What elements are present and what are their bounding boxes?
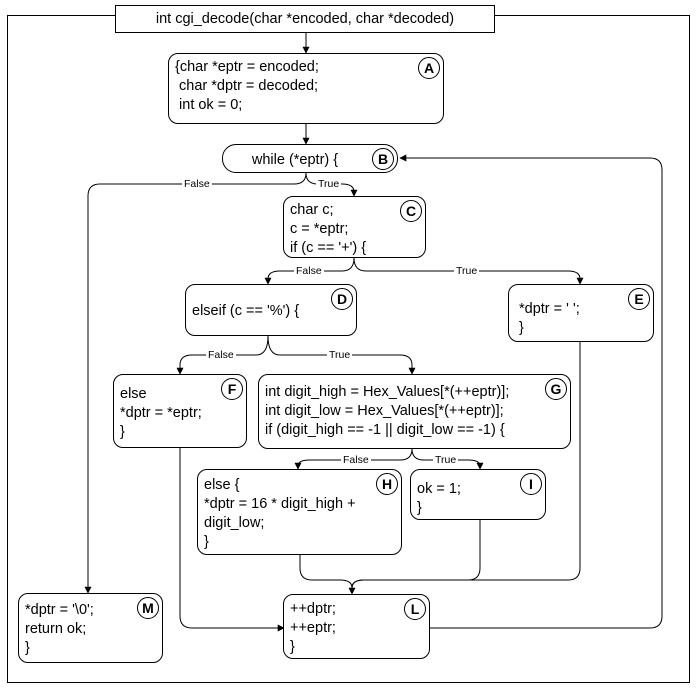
node-h: else { *dptr = 16 * digit_high + digit_l… — [197, 469, 402, 555]
edge-label-g-false: False — [341, 454, 371, 466]
node-a-badge: A — [418, 57, 440, 79]
node-e-badge: E — [628, 288, 650, 310]
node-l-badge: L — [404, 598, 426, 620]
edge-label-d-false: False — [206, 349, 236, 361]
node-b-badge: B — [372, 148, 394, 170]
node-g: int digit_high = Hex_Values[*(++eptr)]; … — [258, 374, 571, 449]
node-e-code: *dptr = ' '; } — [519, 301, 580, 336]
edge-label-c-true: True — [454, 265, 480, 277]
node-d: elseif (c == '%') { D — [185, 284, 357, 336]
edge-label-d-true: True — [327, 349, 353, 361]
node-d-badge: D — [331, 288, 353, 310]
edge-label-g-true: True — [433, 454, 459, 466]
node-b: while (*eptr) { B — [222, 144, 398, 173]
edge-label-b-true: True — [316, 178, 342, 190]
node-b-code: while (*eptr) { — [251, 152, 339, 168]
node-i: ok = 1; } I — [410, 469, 546, 520]
edge-label-c-false: False — [294, 265, 324, 277]
node-c: char c; c = *eptr; if (c == '+') { C — [283, 196, 426, 258]
node-m-badge: M — [137, 597, 159, 619]
node-l-code: ++dptr; ++eptr; } — [290, 601, 336, 655]
node-f-code: else *dptr = *eptr; } — [120, 386, 202, 440]
edge-label-b-false: False — [182, 178, 212, 190]
function-signature: int cgi_decode(char *encoded, char *deco… — [115, 5, 495, 33]
node-f: else *dptr = *eptr; } F — [113, 374, 247, 448]
node-h-badge: H — [376, 473, 398, 495]
node-l: ++dptr; ++eptr; } L — [283, 594, 430, 659]
node-g-badge: G — [545, 378, 567, 400]
node-g-code: int digit_high = Hex_Values[*(++eptr)]; … — [265, 384, 510, 438]
node-i-code: ok = 1; } — [417, 481, 461, 516]
node-c-badge: C — [400, 200, 422, 222]
node-e: *dptr = ' '; } E — [508, 284, 654, 342]
node-i-badge: I — [520, 473, 542, 495]
node-d-code: elseif (c == '%') { — [192, 303, 300, 319]
node-h-code: else { *dptr = 16 * digit_high + digit_l… — [204, 477, 356, 550]
node-c-code: char c; c = *eptr; if (c == '+') { — [290, 202, 367, 256]
node-m-code: *dptr = '\0'; return ok; } — [25, 602, 94, 656]
node-f-badge: F — [221, 378, 243, 400]
node-a-code: {char *eptr = encoded; char *dptr = deco… — [175, 59, 319, 113]
node-m: *dptr = '\0'; return ok; } M — [18, 593, 163, 663]
node-a: {char *eptr = encoded; char *dptr = deco… — [168, 53, 444, 124]
